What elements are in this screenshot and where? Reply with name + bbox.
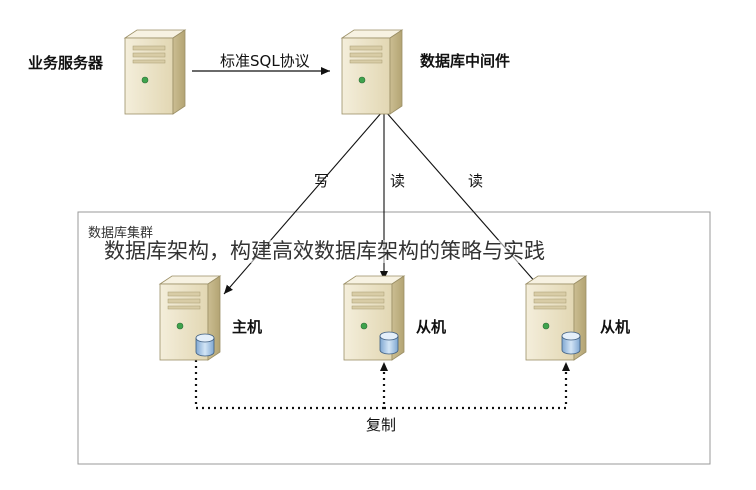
overlay-caption: 数据库架构，构建高效数据库架构的策略与实践 [104,239,545,264]
replicate-label: 复制 [366,416,397,434]
protocol-label: 标准SQL协议 [220,52,310,70]
cluster-border [77,211,711,465]
edge-replicate-1 [194,360,388,410]
slave2-label: 从机 [600,318,631,336]
slave1-label: 从机 [416,318,447,336]
master-database-icon [195,333,215,357]
edge-replicate-2 [384,362,570,410]
app-server-icon [124,29,186,115]
read-label-1: 读 [390,172,406,190]
master-label: 主机 [232,318,263,336]
middleware-label: 数据库中间件 [420,52,511,70]
write-label: 写 [314,172,330,190]
slave1-database-icon [379,331,399,355]
cluster-title: 数据库集群 [88,226,154,241]
edge-write [223,111,383,295]
app-server-label: 业务服务器 [28,54,104,72]
edge-read-2 [385,111,545,293]
middleware-server-icon [341,29,403,115]
read-label-2: 读 [468,172,484,190]
slave2-database-icon [561,331,581,355]
